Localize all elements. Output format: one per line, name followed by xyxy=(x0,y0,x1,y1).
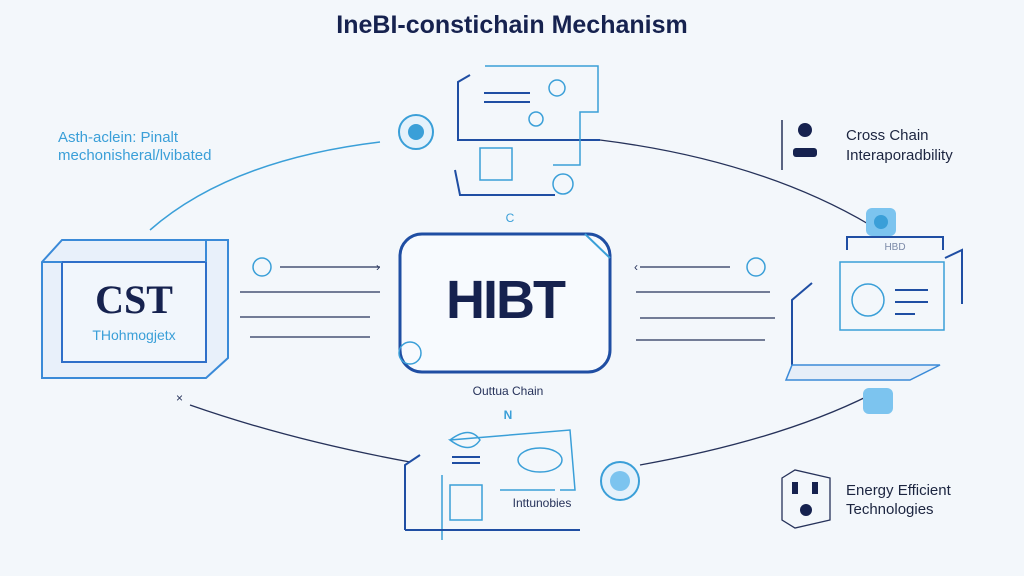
svg-text:›: › xyxy=(376,260,380,274)
hibt-logo: HIBT xyxy=(446,270,566,330)
right-screen-text: HBD xyxy=(884,242,905,253)
energy-line1: Energy Efficient xyxy=(846,482,952,499)
left-label-line1: Asth-aclein: Pinalt xyxy=(58,129,179,146)
bridge-icon xyxy=(793,148,817,157)
hibt-box: HIBT C xyxy=(398,211,612,374)
plug-icon xyxy=(792,482,798,494)
cst-box: CST THohmogjetx xyxy=(41,239,229,379)
arc-left-bottom xyxy=(189,404,411,463)
bottom-caption: Inttunobies xyxy=(513,496,572,510)
cross-chain-block: Cross Chain Interaporadbility xyxy=(781,120,953,170)
energy-block: Energy Efficient Technologies xyxy=(781,469,952,529)
cst-caption: THohmogjetx xyxy=(92,327,175,343)
plug-icon xyxy=(812,482,818,494)
top-device-illustration xyxy=(398,65,600,196)
gear-icon xyxy=(398,341,422,365)
arc-bottom-right xyxy=(639,394,871,466)
cst-logo: CST xyxy=(95,277,173,322)
cross-chain-line1: Cross Chain xyxy=(846,127,929,144)
center-caption: Outtua Chain xyxy=(473,384,544,398)
flame-icon xyxy=(798,123,812,137)
gear-icon xyxy=(746,257,766,277)
arrows-left: › xyxy=(240,257,380,338)
center-top-mark: C xyxy=(506,211,515,225)
cross-chain-line2: Interaporadbility xyxy=(846,147,953,164)
bottom-mark: N xyxy=(504,408,513,422)
gear-icon xyxy=(252,257,272,277)
cross-mark: × xyxy=(176,391,183,405)
diagram-title: IneBI-constichain Mechanism xyxy=(336,11,687,39)
arc-left-top xyxy=(149,141,381,231)
right-device-illustration: HBD xyxy=(784,208,963,414)
arrows-right: ‹ xyxy=(634,257,775,341)
energy-line2: Technologies xyxy=(846,501,934,518)
left-label-line2: mechonisheral/lvibated xyxy=(58,147,211,164)
arc-top-right xyxy=(599,139,871,226)
gear-icon xyxy=(800,504,812,516)
svg-text:‹: ‹ xyxy=(634,260,638,274)
bottom-device-illustration: N Inttunobies xyxy=(404,408,640,540)
